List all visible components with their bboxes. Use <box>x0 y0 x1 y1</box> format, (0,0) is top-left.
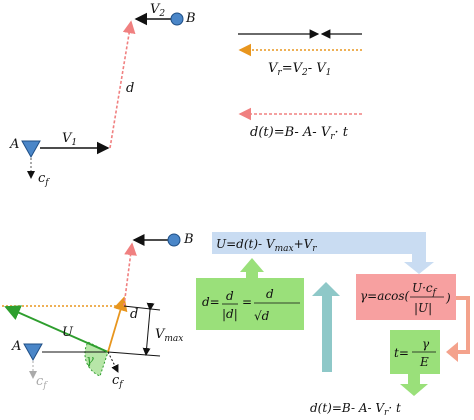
d-red-dashed <box>109 20 136 149</box>
label-d-bottom: d <box>130 307 138 322</box>
dhat-num: d <box>226 289 234 303</box>
label-b: B <box>185 11 196 26</box>
flow-arrow-blue <box>404 232 434 274</box>
u-eq-text: U=d(t)- Vmax+Vr <box>216 237 317 254</box>
dhat-den2: √d <box>254 309 270 323</box>
dhat-num2: d <box>266 287 274 301</box>
target-b-ball <box>170 12 184 26</box>
gamma-num: U·cf <box>412 281 438 298</box>
dhat-den: |d| <box>222 307 238 321</box>
u-arrow <box>4 305 109 353</box>
vmax-measure <box>142 302 155 356</box>
label-a-bottom: A <box>11 339 21 354</box>
eq-dt-bottom: d(t)=B- A- Vr· t <box>310 401 401 418</box>
t-num: γ <box>422 337 430 351</box>
top-legend: Vr=V2- V1 d(t)=B- A- Vr· t <box>238 29 362 142</box>
flow-arrow-green-up <box>240 258 264 278</box>
label-u: U <box>62 325 74 340</box>
eq-vr: Vr=V2- V1 <box>268 61 331 78</box>
label-cf-gray: cf <box>36 374 48 391</box>
label-v2: V2 <box>150 2 165 19</box>
d-red-dashed-bottom <box>123 242 137 307</box>
eq-dt-top: d(t)=B- A- Vr· t <box>250 125 349 142</box>
dhat-arrow <box>107 296 128 353</box>
label-a: A <box>9 137 19 152</box>
label-cf-bottom: cf <box>112 373 124 390</box>
gamma-close: ) <box>445 291 451 305</box>
bottom-diagram: A cf cf U γ d Vmax B U=d(t)- Vmax+Vr d= … <box>2 232 470 418</box>
label-vmax: Vmax <box>155 327 183 344</box>
cf-arrow-bottom <box>107 351 119 373</box>
label-cf: cf <box>38 171 50 188</box>
label-d: d <box>126 81 134 96</box>
u-eq-box <box>212 232 422 254</box>
gamma-eq-text: γ=acos( <box>360 289 409 303</box>
dhat-eq: = <box>242 295 252 309</box>
dhat-eq-box <box>196 278 304 330</box>
agent-a-triangle-bottom <box>23 343 43 362</box>
label-gamma: γ <box>86 353 94 368</box>
flow-arrow-teal <box>312 282 340 372</box>
top-diagram: A V1 cf d V2 B Vr=V2- V1 d(t)=B- A- Vr· … <box>9 2 362 188</box>
flow-arrow-green-down <box>400 374 428 396</box>
target-b-ball-bottom <box>167 233 181 247</box>
label-b-bottom: B <box>183 232 194 247</box>
dhat-eq-text: d= <box>202 295 220 309</box>
flow-arrow-orange <box>446 296 470 362</box>
t-eq: t= <box>394 346 409 360</box>
agent-a-triangle <box>21 140 41 159</box>
label-v1: V1 <box>62 131 77 148</box>
t-den: E <box>419 355 429 369</box>
vmax-tick-bottom <box>107 351 161 357</box>
gamma-den: |U| <box>414 301 432 315</box>
